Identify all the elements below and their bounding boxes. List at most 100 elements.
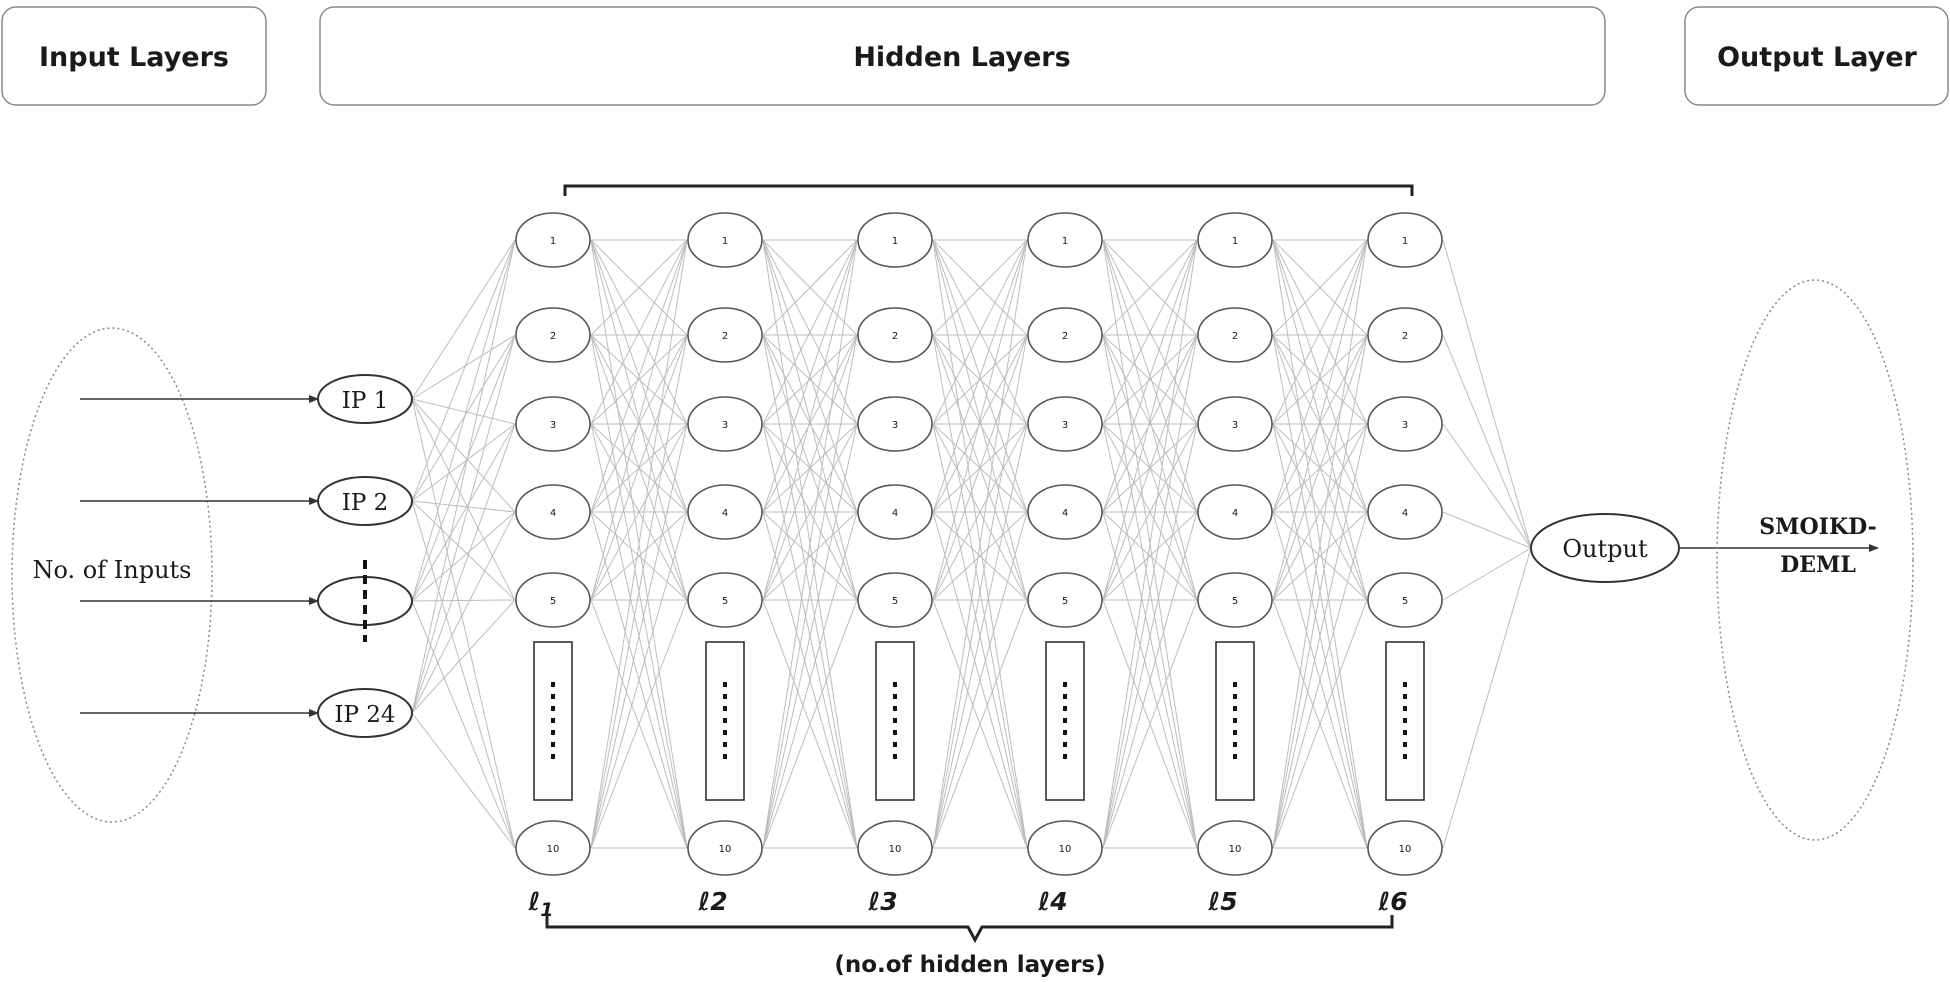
connection-edge [762,239,858,849]
connection-edge [411,600,516,849]
hidden-node: 5 [515,572,591,628]
hidden-node-label: 3 [892,420,898,431]
connection-edge [1442,511,1532,549]
input-node-label: IP 1 [342,388,389,414]
hidden-node: 10 [515,820,591,876]
connection-edge [590,239,688,336]
input-node-1: IP 1 [317,374,413,424]
connection-edge [411,500,516,849]
hidden-node: 5 [857,572,933,628]
hidden-node: 2 [1367,307,1443,363]
connection-edge [932,511,1028,849]
hidden-node-label: 5 [1402,596,1408,607]
connection-edge [1272,239,1368,601]
connection-edge [411,398,516,513]
connection-edge [762,511,858,849]
connection-edge [1102,239,1198,513]
output-layer-header: Output Layer [1717,42,1917,73]
connection-edge [1102,511,1198,601]
connection-edge [932,239,1028,601]
connection-edge [932,423,1028,849]
hidden-node-label: 5 [1232,596,1238,607]
connection-edge [411,712,516,849]
connection-edge [411,500,516,513]
hidden-node-label: 10 [1059,844,1072,855]
hidden-node: 1 [687,212,763,268]
inputs-group-label: No. of Inputs [33,556,192,584]
output-layer-header-box [1684,6,1949,106]
hidden-node-label: 2 [892,331,898,342]
connection-edge [1272,334,1368,425]
hidden-layers-header: Hidden Layers [853,42,1070,73]
hidden-node-label: 4 [892,508,898,519]
connection-edge [762,239,858,513]
connection-edge [1442,239,1532,549]
connection-edge [932,334,1028,425]
connection-edge [1442,423,1532,549]
hidden-node-label: 1 [722,236,728,247]
hidden-layer-label: ℓ3 [867,887,897,916]
connection-edge [1102,334,1198,849]
connection-edge [1272,511,1368,849]
hidden-node: 1 [1027,212,1103,268]
connection-edge [590,423,688,849]
hidden-node-label: 2 [1232,331,1238,342]
connection-edge [590,334,688,601]
connection-edge [932,239,1028,336]
hidden-node-label: 4 [1062,508,1068,519]
connection-edge [1272,423,1368,849]
connection-edge [1272,599,1368,849]
hidden-node: 3 [1367,396,1443,452]
hidden-node: 5 [1027,572,1103,628]
output-node: Output [1530,513,1680,583]
hidden-ellipsis-box [533,641,573,801]
hidden-node: 2 [515,307,591,363]
connection-edge [762,334,858,425]
input-layers-header: Input Layers [39,42,229,73]
hidden-node-label: 10 [889,844,902,855]
hidden-node: 3 [687,396,763,452]
hidden-node-label: 4 [1232,508,1238,519]
connection-edge [932,239,1028,425]
connection-edge [590,239,688,849]
hidden-node-label: 10 [1399,844,1412,855]
input-node-24: IP 24 [317,688,413,738]
input-node-ellipsis [317,560,413,642]
hidden-layers: 1234510ℓ11234510ℓ21234510ℓ31234510ℓ41234… [515,212,1443,921]
hidden-node-label: 4 [550,508,556,519]
connection-edge [411,239,516,502]
inputs-group-ellipse [11,327,213,823]
output-result-line2: DEML [1780,552,1856,578]
hidden-node-label: 5 [1062,596,1068,607]
hidden-node-label: 2 [1402,331,1408,342]
hidden-node: 4 [1367,484,1443,540]
input-node-label: IP 2 [342,490,389,516]
connection-edge [1272,334,1368,849]
hidden-node-label: 3 [1402,420,1408,431]
connection-edge [762,599,858,849]
hidden-node-label: 10 [547,844,560,855]
connection-edge [762,239,858,425]
connection-edge [1102,599,1198,849]
connection-edge [1102,334,1198,513]
connection-edge [411,334,516,714]
connection-edge [1102,239,1198,425]
connection-edge [411,239,516,400]
hidden-node-label: 10 [719,844,732,855]
connection-edge [411,398,516,425]
connection-edge [762,511,858,601]
hidden-node-label: 1 [1402,236,1408,247]
connection-edge [1102,334,1198,425]
connection-edge [1102,239,1198,336]
connection-edge [411,239,516,714]
hidden-layer-count-label: (no.of hidden layers) [834,952,1105,978]
connection-edge [1442,547,1532,849]
hidden-node: 3 [515,396,591,452]
hidden-node-label: 5 [550,596,556,607]
connection-edge [590,511,688,601]
